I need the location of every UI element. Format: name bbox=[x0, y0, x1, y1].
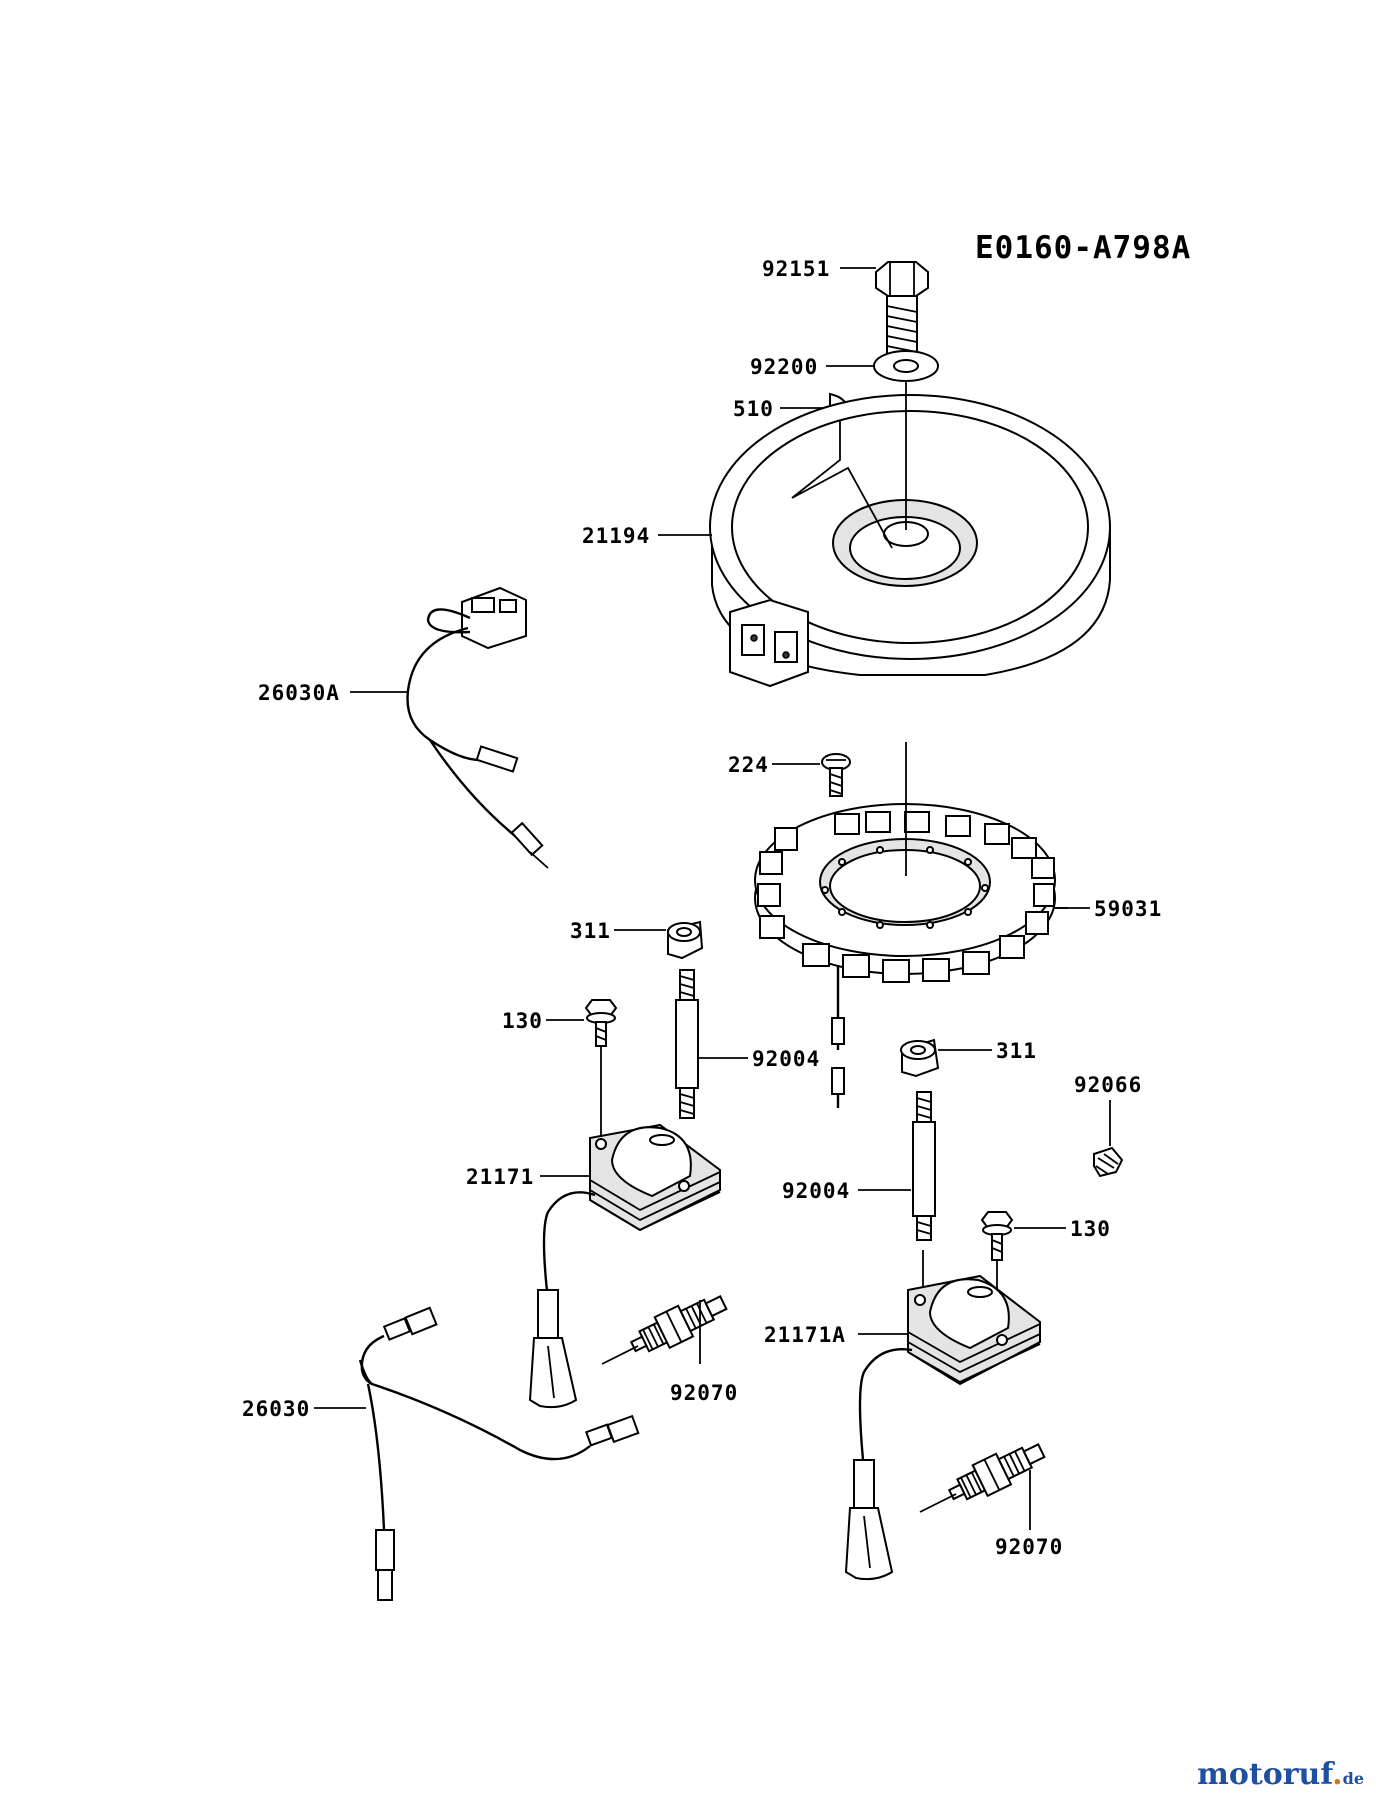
flywheel-21194[interactable] bbox=[709, 394, 1111, 688]
label-59031: 59031 bbox=[1094, 897, 1162, 921]
label-21194: 21194 bbox=[582, 524, 650, 548]
stator-59031[interactable] bbox=[754, 803, 1056, 1108]
washer-92200[interactable] bbox=[873, 350, 939, 382]
label-130-right: 130 bbox=[1070, 1217, 1111, 1241]
label-92151: 92151 bbox=[762, 257, 830, 281]
watermark-logo: motoruf.de bbox=[1197, 1757, 1364, 1792]
harness-26030A[interactable] bbox=[406, 586, 549, 869]
screw-224[interactable] bbox=[821, 753, 851, 797]
label-224: 224 bbox=[728, 753, 769, 777]
grommet-92066[interactable] bbox=[1093, 1146, 1124, 1178]
watermark-dot: . bbox=[1332, 1757, 1343, 1792]
spark-plug-92070-left[interactable] bbox=[626, 1287, 731, 1361]
bolt-92151[interactable] bbox=[875, 261, 929, 359]
watermark-tld: de bbox=[1342, 1769, 1364, 1788]
ignition-coil-21171A[interactable] bbox=[844, 1274, 1041, 1581]
label-21171: 21171 bbox=[466, 1165, 534, 1189]
bolt-130-left[interactable] bbox=[584, 999, 618, 1047]
label-311-left: 311 bbox=[570, 919, 611, 943]
label-92070-right: 92070 bbox=[995, 1535, 1063, 1559]
ignition-coil-21171[interactable] bbox=[528, 1123, 721, 1409]
diagram-code: E0160-A798A bbox=[975, 230, 1191, 266]
label-92066: 92066 bbox=[1074, 1073, 1142, 1097]
stator-holes bbox=[821, 846, 989, 929]
label-92004-left: 92004 bbox=[752, 1047, 820, 1071]
label-311-right: 311 bbox=[996, 1039, 1037, 1063]
nut-311-left[interactable] bbox=[667, 920, 704, 960]
bolt-130-right[interactable] bbox=[980, 1211, 1014, 1261]
label-92070-left: 92070 bbox=[670, 1381, 738, 1405]
label-21171A: 21171A bbox=[764, 1323, 846, 1347]
label-92200: 92200 bbox=[750, 355, 818, 379]
label-510: 510 bbox=[733, 397, 774, 421]
label-26030A: 26030A bbox=[258, 681, 340, 705]
spark-plug-92070-right[interactable] bbox=[944, 1435, 1049, 1509]
stud-92004-right[interactable] bbox=[912, 1091, 936, 1241]
watermark-brand: motoruf bbox=[1197, 1757, 1333, 1792]
lead-wire-26030[interactable] bbox=[358, 1306, 640, 1601]
nut-311-right[interactable] bbox=[900, 1038, 940, 1078]
stud-92004-left[interactable] bbox=[675, 969, 699, 1119]
label-26030: 26030 bbox=[242, 1397, 310, 1421]
stator-teeth bbox=[757, 811, 1055, 983]
label-92004-right: 92004 bbox=[782, 1179, 850, 1203]
label-130-left: 130 bbox=[502, 1009, 543, 1033]
